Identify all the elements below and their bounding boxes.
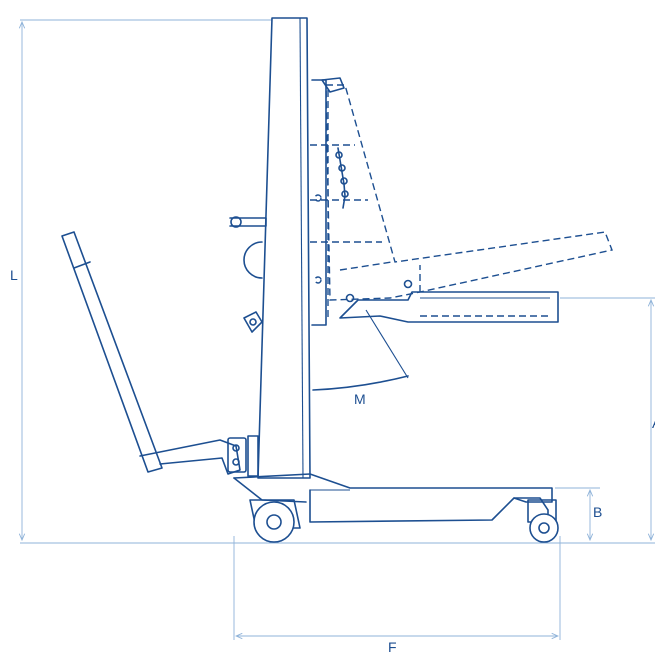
dim-label-a: A	[652, 415, 655, 431]
dim-label-m: M	[354, 391, 366, 407]
mast	[257, 17, 311, 479]
dim-m-arc	[312, 375, 409, 391]
dimension-lines	[20, 19, 655, 640]
handle	[61, 231, 259, 477]
front-wheel	[249, 499, 301, 543]
dim-label-f: F	[388, 639, 397, 654]
rear-wheel	[527, 499, 559, 543]
dim-m-leader	[365, 309, 409, 379]
dim-label-l: L	[10, 267, 18, 283]
dim-label-b: B	[593, 504, 602, 520]
mast-fittings	[229, 216, 267, 333]
fork-tilted	[310, 84, 613, 320]
fork-horizontal	[311, 77, 559, 326]
